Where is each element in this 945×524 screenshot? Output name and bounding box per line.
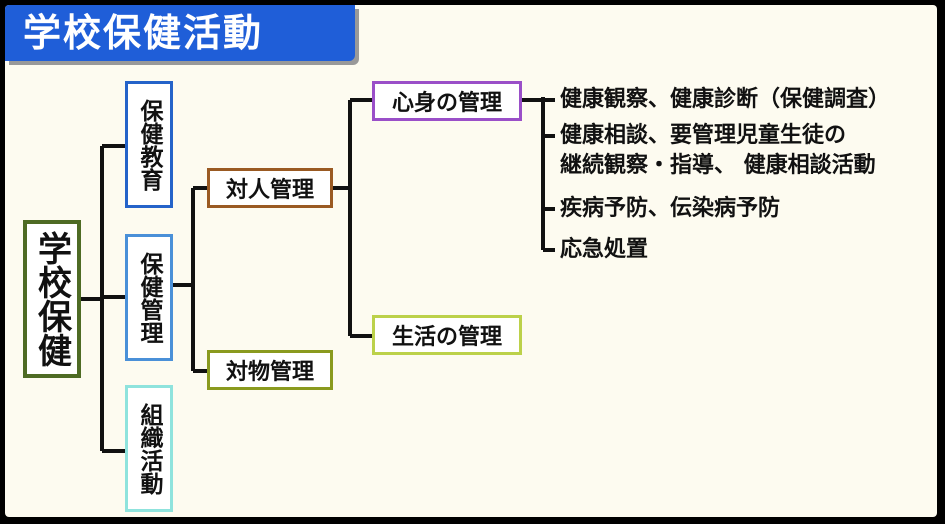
detail-item: 応急処置 [560,237,649,262]
detail-item: 継続観察・指導、 健康相談活動 [560,153,876,178]
node-object-management: 対物管理 [207,350,333,390]
diagram-frame: 学校保健活動 学校保健 保健教育 保健管理 組織活動 対人管理 対物管理 心身の… [5,5,937,517]
node-life-management: 生活の管理 [372,315,522,355]
node-person-management: 対人管理 [207,168,333,208]
node-mind-body-management: 心身の管理 [372,81,522,121]
connector-lines [81,97,555,453]
node-organization-activity: 組織活動 [125,385,173,512]
detail-item: 疾病予防、伝染病予防 [560,196,781,221]
detail-item: 健康相談、要管理児童生徒の [560,123,847,148]
node-school-health: 学校保健 [23,220,81,378]
node-health-education: 保健教育 [125,81,173,208]
detail-item: 健康観察、健康診断（保健調査） [560,87,891,112]
diagram-title: 学校保健活動 [5,5,355,61]
node-health-management: 保健管理 [125,234,173,361]
